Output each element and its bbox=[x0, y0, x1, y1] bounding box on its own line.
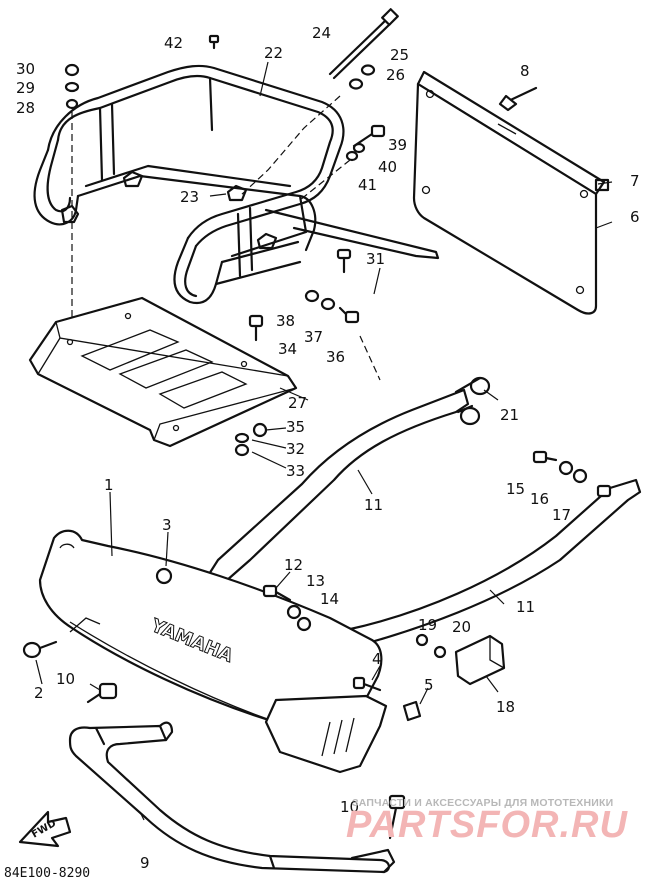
callout-39: 39 bbox=[388, 136, 407, 154]
callout-3: 3 bbox=[162, 516, 172, 534]
callout-23: 23 bbox=[180, 188, 199, 206]
callout-26: 26 bbox=[386, 66, 405, 84]
stud-24 bbox=[328, 8, 399, 80]
bolt-31 bbox=[336, 248, 352, 274]
callout-6: 6 bbox=[630, 208, 640, 226]
callout-40: 40 bbox=[378, 158, 397, 176]
callout-2: 2 bbox=[34, 684, 44, 702]
nut-5 bbox=[402, 700, 422, 722]
nuts-25-26 bbox=[348, 64, 376, 90]
bolt-2 bbox=[22, 640, 58, 659]
callout-18: 18 bbox=[496, 698, 515, 716]
callout-20: 20 bbox=[452, 618, 471, 636]
rear-carrier-rack bbox=[33, 64, 345, 305]
callout-19: 19 bbox=[418, 616, 437, 634]
callout-13: 13 bbox=[306, 572, 325, 590]
callout-21: 21 bbox=[500, 406, 519, 424]
callout-37: 37 bbox=[304, 328, 323, 346]
callout-31: 31 bbox=[366, 250, 385, 268]
callout-8: 8 bbox=[520, 62, 530, 80]
callout-labels: 42 24 22 30 29 28 25 26 8 39 40 41 23 7 … bbox=[16, 24, 640, 872]
hardware-15-17 bbox=[532, 450, 612, 498]
hardware-32-35 bbox=[234, 422, 268, 457]
callout-34: 34 bbox=[278, 340, 297, 358]
callout-38: 38 bbox=[276, 312, 295, 330]
callout-24: 24 bbox=[312, 24, 331, 42]
hardware-12-14 bbox=[262, 584, 312, 632]
fwd-arrow: FWD bbox=[18, 810, 72, 848]
hardware-28-30 bbox=[64, 63, 80, 110]
callout-28: 28 bbox=[16, 99, 35, 117]
bumper: YAMAHA bbox=[38, 529, 388, 774]
reflector-18 bbox=[454, 634, 506, 686]
hardware-19-20 bbox=[415, 633, 447, 659]
callout-10-left: 10 bbox=[56, 670, 75, 688]
skid-plate bbox=[28, 296, 298, 448]
bolt-4 bbox=[352, 676, 382, 692]
callout-42: 42 bbox=[164, 34, 183, 52]
callout-1: 1 bbox=[104, 476, 114, 494]
watermark-tagline: ЗАПЧАСТИ И АКСЕССУАРЫ ДЛЯ МОТОТЕХНИКИ bbox=[352, 797, 614, 809]
callout-22: 22 bbox=[264, 44, 283, 62]
callout-30: 30 bbox=[16, 60, 35, 78]
callout-10-lower: 10 bbox=[340, 798, 359, 816]
callout-32: 32 bbox=[286, 440, 305, 458]
grommet-3 bbox=[155, 567, 173, 585]
callout-16: 16 bbox=[530, 490, 549, 508]
bolt-10-lower bbox=[388, 794, 406, 840]
callout-7: 7 bbox=[630, 172, 640, 190]
callout-36: 36 bbox=[326, 348, 345, 366]
plate-bracket bbox=[412, 70, 610, 315]
callout-35: 35 bbox=[286, 418, 305, 436]
callout-33: 33 bbox=[286, 462, 305, 480]
lower-guard bbox=[68, 721, 396, 874]
hardware-34-38 bbox=[248, 289, 360, 342]
bolt-39 bbox=[345, 124, 386, 162]
callout-11-upper: 11 bbox=[364, 496, 383, 514]
leader-lines bbox=[35, 61, 613, 821]
callout-17: 17 bbox=[552, 506, 571, 524]
callout-5: 5 bbox=[424, 676, 434, 694]
callout-11-lower: 11 bbox=[516, 598, 535, 616]
bolt-10-left bbox=[86, 682, 118, 704]
callout-27: 27 bbox=[288, 394, 307, 412]
watermark-logo: PARTSFOR.RU bbox=[346, 804, 628, 846]
drawing-code: 84E100-8290 bbox=[4, 866, 91, 881]
strap bbox=[264, 208, 440, 260]
callout-29: 29 bbox=[16, 79, 35, 97]
callout-9: 9 bbox=[140, 854, 150, 872]
callout-14: 14 bbox=[320, 590, 339, 608]
callout-4: 4 bbox=[372, 650, 382, 668]
wing-screw-8 bbox=[498, 86, 538, 112]
callout-41: 41 bbox=[358, 176, 377, 194]
callout-15: 15 bbox=[506, 480, 525, 498]
callout-25: 25 bbox=[390, 46, 409, 64]
bolt-42 bbox=[208, 34, 220, 50]
callout-12: 12 bbox=[284, 556, 303, 574]
